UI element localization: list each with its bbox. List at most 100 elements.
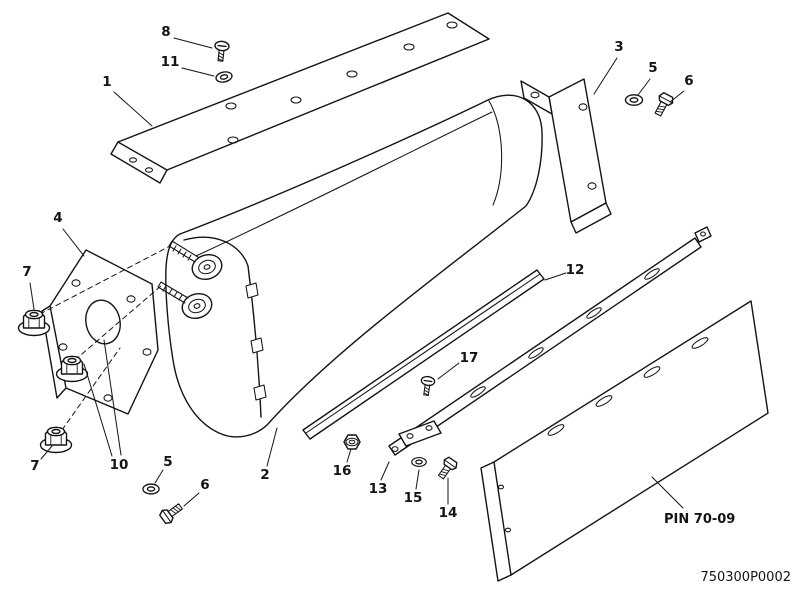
pin-leader	[651, 476, 684, 509]
assembly-axis-lines	[39, 245, 171, 431]
callout-label-6-right: 6	[684, 73, 693, 89]
flat-washer-11	[214, 69, 234, 85]
top-plate-face	[117, 12, 490, 171]
plate-hole	[290, 96, 302, 104]
callout-leader	[346, 448, 352, 463]
plate-hole	[225, 102, 237, 110]
callout-label-11: 11	[161, 54, 180, 70]
callout-leader	[415, 469, 420, 490]
panel-slot	[595, 395, 613, 407]
shield-strip	[302, 269, 545, 440]
hex-nut-16	[343, 434, 361, 450]
right-bracket-face	[548, 78, 607, 223]
left-bracket	[41, 249, 159, 415]
body-seam-tab	[253, 384, 267, 401]
bar-slot	[470, 386, 486, 398]
right-bracket-bend	[548, 96, 553, 115]
bracket-hole	[126, 295, 136, 303]
right-bracket-foot	[570, 202, 612, 234]
body-seam-tab	[250, 337, 264, 354]
callout-label-7-lower: 7	[30, 458, 39, 474]
body-boss-lower	[181, 292, 213, 320]
bracket-hole	[58, 343, 68, 351]
callout-leader	[154, 469, 164, 484]
plate-flange-hole	[128, 157, 138, 163]
callout-leader	[62, 228, 85, 257]
flat-washer-5-right	[624, 94, 644, 106]
pin-label: PIN 70-09	[664, 512, 735, 527]
bracket-hole	[142, 348, 152, 356]
left-bracket-flange	[41, 305, 67, 399]
panel-slot	[547, 424, 565, 436]
plate-hole	[346, 70, 358, 78]
mounting-bar	[388, 226, 712, 456]
callout-leader	[183, 492, 200, 507]
panel-slot	[691, 337, 709, 349]
callout-label-13: 13	[369, 481, 388, 497]
callout-label-12: 12	[566, 262, 585, 278]
body-boss-upper	[191, 253, 223, 281]
callout-label-4: 4	[53, 210, 62, 226]
bar-tab-hole	[425, 425, 433, 431]
pan-head-screw-8	[212, 39, 231, 63]
callout-leader	[40, 445, 53, 460]
flange-nut-7-upper	[17, 309, 51, 337]
panel-flange	[480, 461, 512, 582]
callout-label-7-upper: 7	[22, 264, 31, 280]
panel-face	[493, 300, 769, 576]
plate-hole	[446, 21, 458, 29]
bracket-hole	[587, 182, 597, 190]
callout-label-3: 3	[614, 39, 623, 55]
callout-label-5-right: 5	[648, 60, 657, 76]
body-end-cap-curve	[488, 100, 503, 206]
bar-slot	[644, 268, 660, 280]
flange-nut-7-lower	[39, 426, 73, 454]
bar-slot	[528, 347, 544, 359]
main-body	[157, 94, 543, 438]
callout-label-2: 2	[260, 467, 269, 483]
top-plate-flange	[110, 141, 168, 184]
bottom-panel	[480, 300, 769, 582]
bar-tab-hole	[700, 231, 706, 237]
pan-head-screw-17	[418, 375, 436, 397]
callout-label-10: 10	[110, 457, 129, 473]
strip-edge	[305, 273, 541, 434]
callout-leader	[181, 67, 215, 77]
body-top-crease	[195, 111, 493, 257]
callout-leader	[380, 461, 390, 481]
callout-leader	[113, 91, 153, 127]
callout-label-5-left: 5	[163, 454, 172, 470]
bar-end-hole	[391, 446, 399, 452]
callout-leader	[544, 272, 567, 281]
flat-washer-15	[411, 456, 427, 468]
plate-flange-hole	[144, 167, 154, 173]
callout-leader	[593, 57, 618, 95]
callout-leader	[669, 90, 685, 103]
hex-bolt-6-left	[157, 499, 186, 527]
bracket-hole	[71, 279, 81, 287]
hex-bolt-14	[434, 455, 460, 482]
bar-slot	[586, 307, 602, 319]
callout-label-14: 14	[439, 505, 458, 521]
body-seam-tab	[245, 282, 259, 299]
mounting-stud-upper	[168, 240, 199, 263]
plate-hole	[403, 43, 415, 51]
callout-label-17: 17	[460, 350, 479, 366]
callout-leader	[173, 37, 213, 49]
callout-label-15: 15	[404, 490, 423, 506]
drawing-number: 750300P0002	[700, 570, 791, 585]
callout-leader	[266, 427, 278, 467]
top-plate	[110, 12, 490, 184]
body-left-face-edge	[183, 236, 262, 418]
right-bracket	[520, 78, 612, 234]
bracket-hole	[530, 91, 540, 99]
callout-leader	[29, 282, 35, 310]
callout-leader	[103, 339, 122, 456]
callout-label-6-left: 6	[200, 477, 209, 493]
hex-bolt-6-right	[650, 90, 676, 119]
mounting-stud-lower	[157, 281, 189, 304]
flat-washer-5-left	[142, 483, 160, 495]
bar-right-tab	[694, 226, 712, 243]
bracket-hole	[578, 103, 588, 111]
